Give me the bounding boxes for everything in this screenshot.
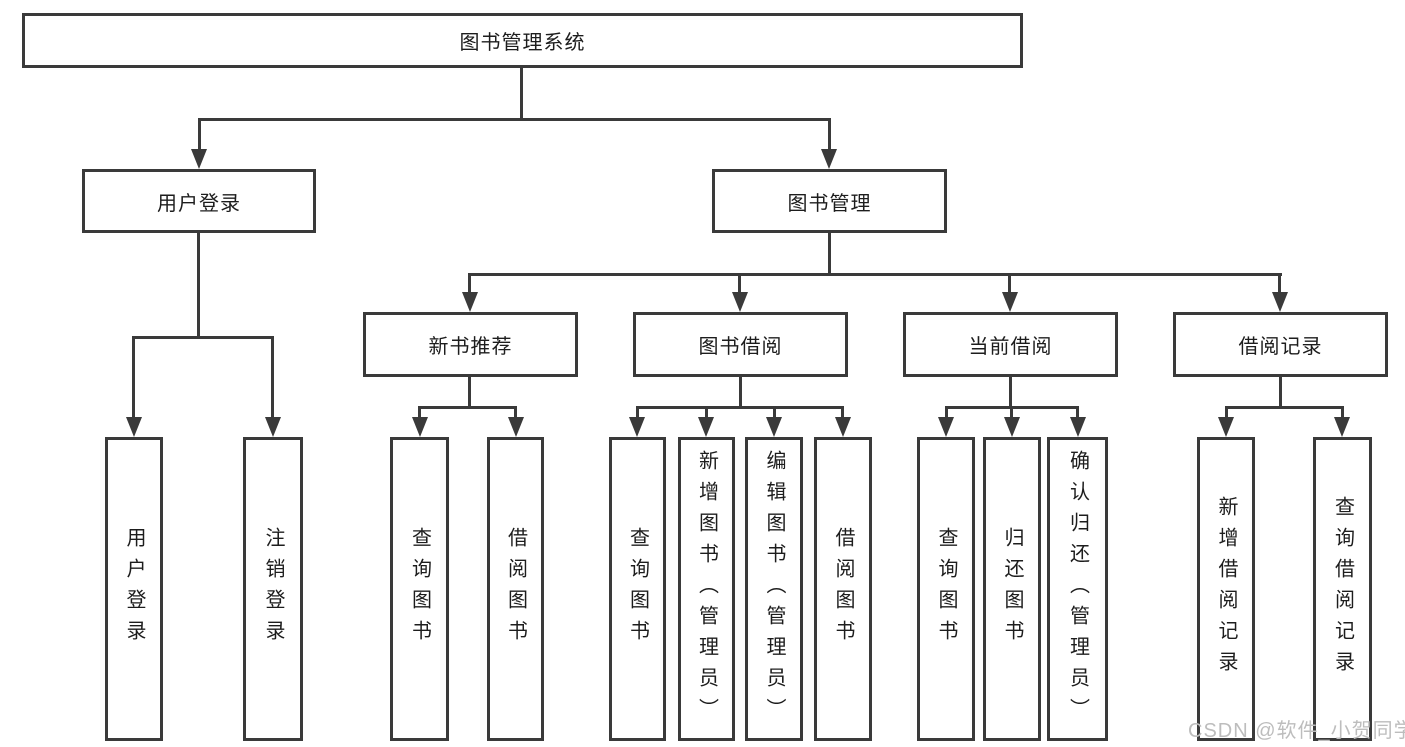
- leaf-records-add-record-label: 新增借阅记录: [1215, 496, 1237, 682]
- arrow-down-icon: [265, 417, 281, 437]
- leaf-borrow-edit-book-admin: 编辑图书（管理员）: [745, 437, 803, 741]
- arrow-down-icon: [938, 417, 954, 437]
- connector-stem: [198, 118, 201, 151]
- leaf-user-login-label: 用户登录: [123, 527, 145, 651]
- node-new-book-recommend-label: 新书推荐: [428, 336, 513, 358]
- arrow-down-icon: [1002, 292, 1018, 312]
- node-borrow-records-label: 借阅记录: [1238, 336, 1323, 358]
- connector-line: [1279, 377, 1282, 407]
- leaf-borrow-borrow-book-label: 借阅图书: [832, 527, 854, 651]
- leaf-logout: 注销登录: [243, 437, 303, 741]
- node-user-login: 用户登录: [82, 169, 316, 233]
- arrow-down-icon: [1070, 417, 1086, 437]
- connector-line: [1225, 406, 1343, 409]
- connector-stem: [705, 406, 708, 419]
- arrow-down-icon: [126, 417, 142, 437]
- node-book-management-label: 图书管理: [787, 192, 872, 215]
- connector-stem: [945, 406, 948, 419]
- connector-stem: [1278, 273, 1281, 294]
- connector-line: [197, 233, 200, 336]
- connector-stem: [1010, 406, 1013, 419]
- arrow-down-icon: [821, 149, 837, 169]
- arrow-down-icon: [462, 292, 478, 312]
- connector-stem: [132, 336, 135, 419]
- leaf-borrow-query-book: 查询图书: [609, 437, 666, 741]
- connector-stem: [271, 336, 274, 419]
- arrow-down-icon: [835, 417, 851, 437]
- leaf-current-confirm-return-admin-label: 确认归还（管理员）: [1066, 449, 1089, 729]
- connector-line: [132, 336, 274, 339]
- node-root: 图书管理系统: [22, 13, 1023, 68]
- connector-line: [828, 233, 831, 273]
- leaf-current-return-book-label: 归还图书: [1001, 527, 1023, 651]
- arrow-down-icon: [698, 417, 714, 437]
- leaf-user-login: 用户登录: [105, 437, 163, 741]
- connector-stem: [773, 406, 776, 419]
- leaf-recommend-query-book: 查询图书: [390, 437, 449, 741]
- leaf-logout-label: 注销登录: [262, 527, 284, 651]
- connector-stem: [828, 118, 831, 151]
- node-current-borrow: 当前借阅: [903, 312, 1118, 377]
- leaf-records-add-record: 新增借阅记录: [1197, 437, 1255, 741]
- leaf-borrow-query-book-label: 查询图书: [626, 527, 649, 651]
- arrow-down-icon: [766, 417, 782, 437]
- arrow-down-icon: [1004, 417, 1020, 437]
- node-book-borrow-label: 图书借阅: [698, 336, 783, 358]
- leaf-borrow-borrow-book: 借阅图书: [814, 437, 872, 741]
- arrow-down-icon: [508, 417, 524, 437]
- node-root-label: 图书管理系统: [459, 32, 586, 54]
- arrow-down-icon: [412, 417, 428, 437]
- connector-stem: [841, 406, 844, 419]
- connector-line: [468, 377, 471, 407]
- arrow-down-icon: [1272, 292, 1288, 312]
- leaf-current-confirm-return-admin: 确认归还（管理员）: [1047, 437, 1108, 741]
- connector-stem: [1341, 406, 1344, 419]
- leaf-records-query-record: 查询借阅记录: [1313, 437, 1372, 741]
- leaf-recommend-borrow-book-label: 借阅图书: [504, 527, 527, 651]
- leaf-borrow-add-book-admin-label: 新增图书（管理员）: [695, 449, 718, 729]
- node-borrow-records: 借阅记录: [1173, 312, 1388, 377]
- arrow-down-icon: [191, 149, 207, 169]
- connector-line: [418, 406, 517, 409]
- leaf-current-query-book-label: 查询图书: [935, 527, 957, 651]
- connector-stem: [418, 406, 421, 419]
- csdn-watermark: CSDN @软件_小贺同学: [1188, 720, 1405, 742]
- leaf-recommend-query-book-label: 查询图书: [408, 527, 431, 651]
- connector-stem: [1225, 406, 1228, 419]
- connector-line: [636, 406, 844, 409]
- leaf-borrow-edit-book-admin-label: 编辑图书（管理员）: [763, 449, 785, 729]
- leaf-recommend-borrow-book: 借阅图书: [487, 437, 544, 741]
- arrow-down-icon: [1218, 417, 1234, 437]
- connector-stem: [468, 273, 471, 294]
- connector-stem: [1008, 273, 1011, 294]
- connector-stem: [738, 273, 741, 294]
- arrow-down-icon: [732, 292, 748, 312]
- connector-line: [739, 377, 742, 407]
- node-user-login-label: 用户登录: [157, 192, 241, 215]
- node-book-management: 图书管理: [712, 169, 947, 233]
- connector-line: [520, 68, 523, 118]
- arrow-down-icon: [629, 417, 645, 437]
- connector-line: [468, 273, 1282, 276]
- arrow-down-icon: [1334, 417, 1350, 437]
- connector-stem: [1076, 406, 1079, 419]
- node-current-borrow-label: 当前借阅: [968, 336, 1053, 358]
- leaf-current-return-book: 归还图书: [983, 437, 1041, 741]
- connector-stem: [514, 406, 517, 419]
- leaf-records-query-record-label: 查询借阅记录: [1331, 496, 1354, 682]
- node-new-book-recommend: 新书推荐: [363, 312, 578, 377]
- connector-line: [1009, 377, 1012, 407]
- connector-stem: [636, 406, 639, 419]
- connector-line: [198, 118, 831, 121]
- node-book-borrow: 图书借阅: [633, 312, 848, 377]
- leaf-borrow-add-book-admin: 新增图书（管理员）: [678, 437, 735, 741]
- leaf-current-query-book: 查询图书: [917, 437, 975, 741]
